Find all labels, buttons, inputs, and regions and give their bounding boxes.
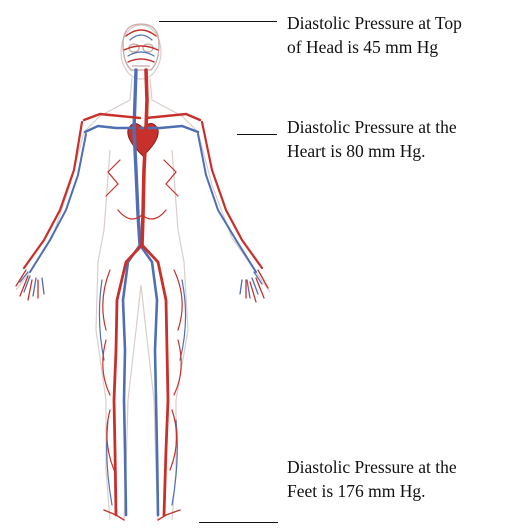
body-silhouette — [16, 25, 270, 520]
feet-pressure-label: Diastolic Pressure at the Feet is 176 mm… — [287, 455, 502, 503]
feet-pressure-line-1: Diastolic Pressure at the — [287, 455, 502, 479]
feet-pressure-line-2: Feet is 176 mm Hg. — [287, 479, 502, 503]
heart-pressure-label: Diastolic Pressure at the Heart is 80 mm… — [287, 115, 502, 163]
leader-line-feet — [199, 522, 278, 523]
leader-line-head — [159, 21, 277, 22]
heart-pressure-line-1: Diastolic Pressure at the — [287, 115, 502, 139]
head-pressure-line-1: Diastolic Pressure at Top — [287, 11, 502, 35]
veins — [20, 35, 262, 515]
arteries — [16, 30, 268, 520]
leader-line-heart — [237, 134, 277, 135]
head-pressure-line-2: of Head is 45 mm Hg — [287, 35, 502, 59]
heart-pressure-line-2: Heart is 80 mm Hg. — [287, 139, 502, 163]
head-pressure-label: Diastolic Pressure at Top of Head is 45 … — [287, 11, 502, 59]
